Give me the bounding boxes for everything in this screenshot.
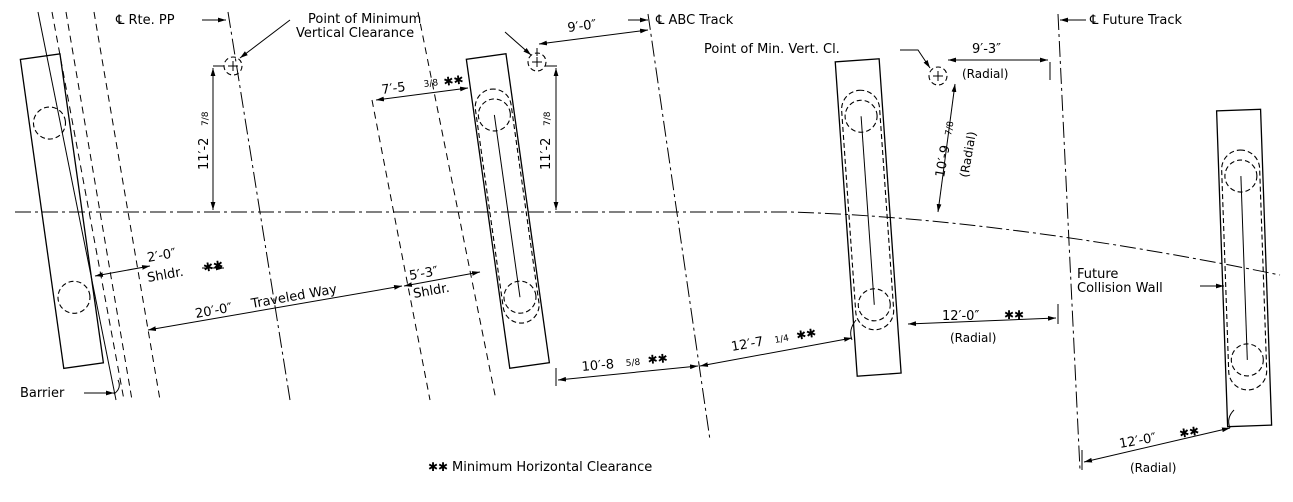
cl-future-track-line <box>1057 13 1081 471</box>
radial-label-middle: (Radial) <box>950 331 996 345</box>
leaders <box>84 17 1224 396</box>
dim-12-0-middle-star: ✱✱ <box>1004 308 1024 322</box>
barrier-label: Barrier <box>20 386 65 401</box>
centerlines <box>15 11 1281 471</box>
traveled-way-label: Traveled Way <box>249 282 338 312</box>
dim-12-0-middle: 12′-0″ <box>942 309 979 324</box>
dim-9-0: 9′-0″ <box>567 18 598 36</box>
pier-column-4 <box>1215 108 1273 428</box>
dim-7-5-frac: 3/8 <box>423 78 439 90</box>
dim-10-8-star: ✱✱ <box>647 351 668 367</box>
dim-12-7-star: ✱✱ <box>795 326 817 343</box>
dim-9-3: 9′-3″ <box>972 42 1001 57</box>
cl-abc-track-line <box>647 13 711 441</box>
lane-lines <box>371 11 497 401</box>
pier-column-1 <box>19 53 105 370</box>
dim-11-2-mid-frac: 7/8 <box>543 111 553 126</box>
dim-5-3: 5′-3″ <box>408 264 439 284</box>
pier-column-2 <box>465 53 551 370</box>
cl-abc-track-label: ℄ ABC Track <box>655 13 734 28</box>
dim-12-0-bottom: 12′-0″ <box>1118 431 1157 452</box>
dim-12-7: 12′-7 <box>730 335 765 355</box>
barrier-lines <box>37 11 161 401</box>
dim-11-2-left: 11′-2 <box>197 138 212 170</box>
dim-10-8: 10′-8 <box>581 357 615 375</box>
point-min-vert-label-1: Point of Minimum <box>308 12 421 27</box>
dim-10-9-frac: 7/8 <box>944 120 956 136</box>
dim-2-0-star: ✱✱ <box>202 258 224 275</box>
horizontal-reference-line <box>15 211 1281 276</box>
radial-label-bottom: (Radial) <box>1130 461 1176 475</box>
dim-12-7-frac: 1/4 <box>774 334 790 346</box>
pier-column-3 <box>834 58 902 377</box>
future-label: Future <box>1077 267 1118 282</box>
dim-12-0-bottom-star: ✱✱ <box>1178 424 1200 441</box>
dim-7-5-star: ✱✱ <box>443 73 465 89</box>
radial-label-vertical: (Radial) <box>957 130 979 178</box>
cl-future-track-label: ℄ Future Track <box>1089 13 1183 28</box>
dim-11-2-left-frac: 7/8 <box>201 111 211 126</box>
clearance-points <box>223 52 948 86</box>
dim-11-2-mid: 11′-2 <box>539 138 554 170</box>
labels: ℄ Rte. PP Point of Minimum Vertical Clea… <box>20 12 1200 475</box>
shldr-label-left: Shldr. <box>146 265 185 286</box>
collision-wall-label: Collision Wall <box>1077 281 1163 296</box>
dim-10-8-frac: 5/8 <box>625 358 641 369</box>
dim-2-0: 2′-0″ <box>146 246 177 266</box>
shldr-label-right: Shldr. <box>412 281 451 302</box>
dimension-lines <box>94 28 1235 470</box>
legend-mark: ✱✱ <box>428 460 448 474</box>
cl-rte-pp-line <box>227 11 291 401</box>
radial-label-top: (Radial) <box>962 67 1008 81</box>
dim-7-5: 7′-5 <box>381 80 407 98</box>
point-min-vert-cl-label: Point of Min. Vert. Cl. <box>704 42 840 57</box>
point-min-vert-label-2: Vertical Clearance <box>296 26 414 41</box>
legend-text: Minimum Horizontal Clearance <box>452 460 652 475</box>
dim-20-0: 20′-0″ <box>194 301 233 322</box>
cl-rte-pp-label: ℄ Rte. PP <box>115 13 175 28</box>
dim-10-9: 10′-9 <box>933 144 953 179</box>
